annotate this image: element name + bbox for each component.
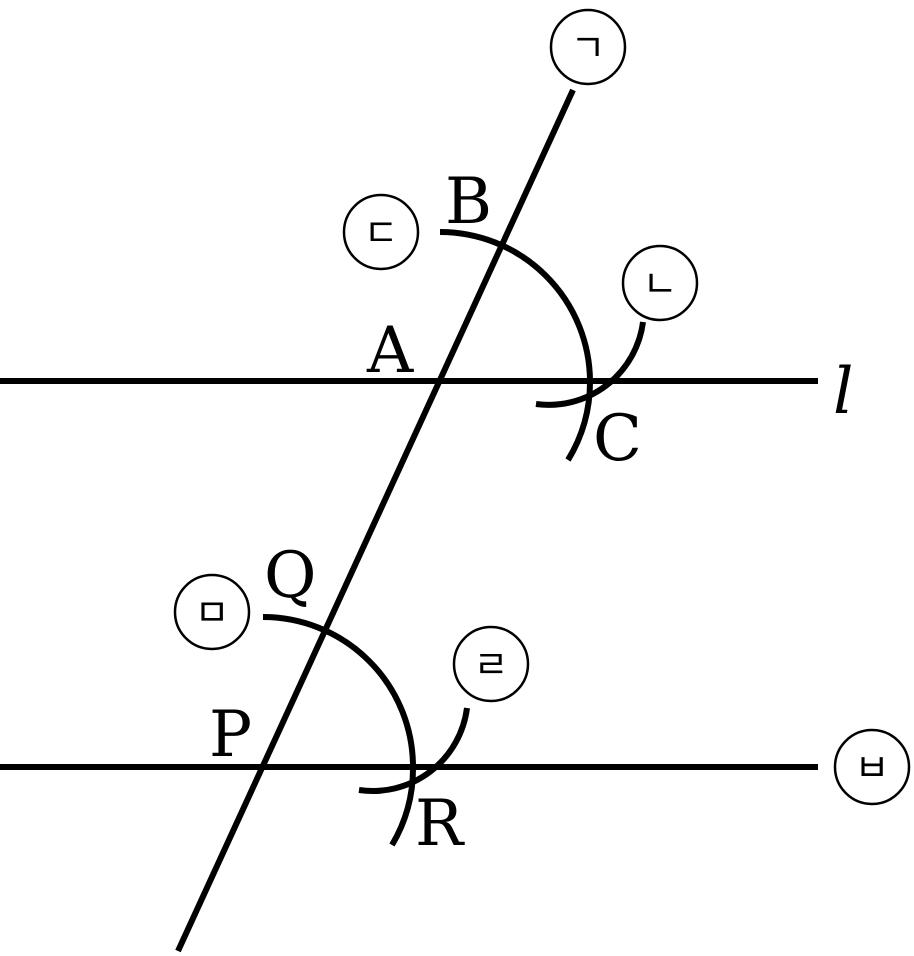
step-mark-4: ㄹ: [452, 625, 530, 703]
step-mark-6: ㅂ: [833, 728, 911, 806]
step-mark-1-circle: [549, 8, 627, 86]
label-point-C: C: [593, 402, 642, 476]
step-mark-4-circle: [452, 625, 530, 703]
label-line-l: l: [833, 355, 853, 429]
step-mark-2-text: ㄴ: [643, 262, 678, 306]
step-mark-3-text: ㄷ: [364, 211, 399, 255]
step-mark-5-circle: [173, 573, 251, 651]
label-point-R: R: [415, 787, 465, 861]
step-mark-5-text: ㅁ: [195, 591, 230, 635]
arc-upper-large: [439, 229, 594, 462]
step-mark-5: ㅁ: [173, 573, 251, 651]
arc-upper-small: [535, 321, 646, 408]
step-mark-6-text: ㅂ: [855, 746, 890, 790]
label-point-A: A: [366, 314, 414, 388]
step-mark-1: ㄱ: [549, 8, 627, 86]
label-point-P: P: [209, 698, 252, 772]
arc-lower-large: [262, 614, 417, 847]
step-mark-2-circle: [621, 244, 699, 322]
step-mark-4-text: ㄹ: [474, 643, 509, 687]
arc-lower-small: [358, 707, 470, 794]
step-mark-2: ㄴ: [621, 244, 699, 322]
step-mark-1-text: ㄱ: [571, 26, 606, 70]
label-point-Q: Q: [264, 539, 316, 613]
label-point-B: B: [445, 165, 492, 239]
step-mark-3: ㄷ: [342, 193, 420, 271]
step-mark-3-circle: [342, 193, 420, 271]
step-mark-6-circle: [833, 728, 911, 806]
transversal-line: [175, 88, 576, 953]
